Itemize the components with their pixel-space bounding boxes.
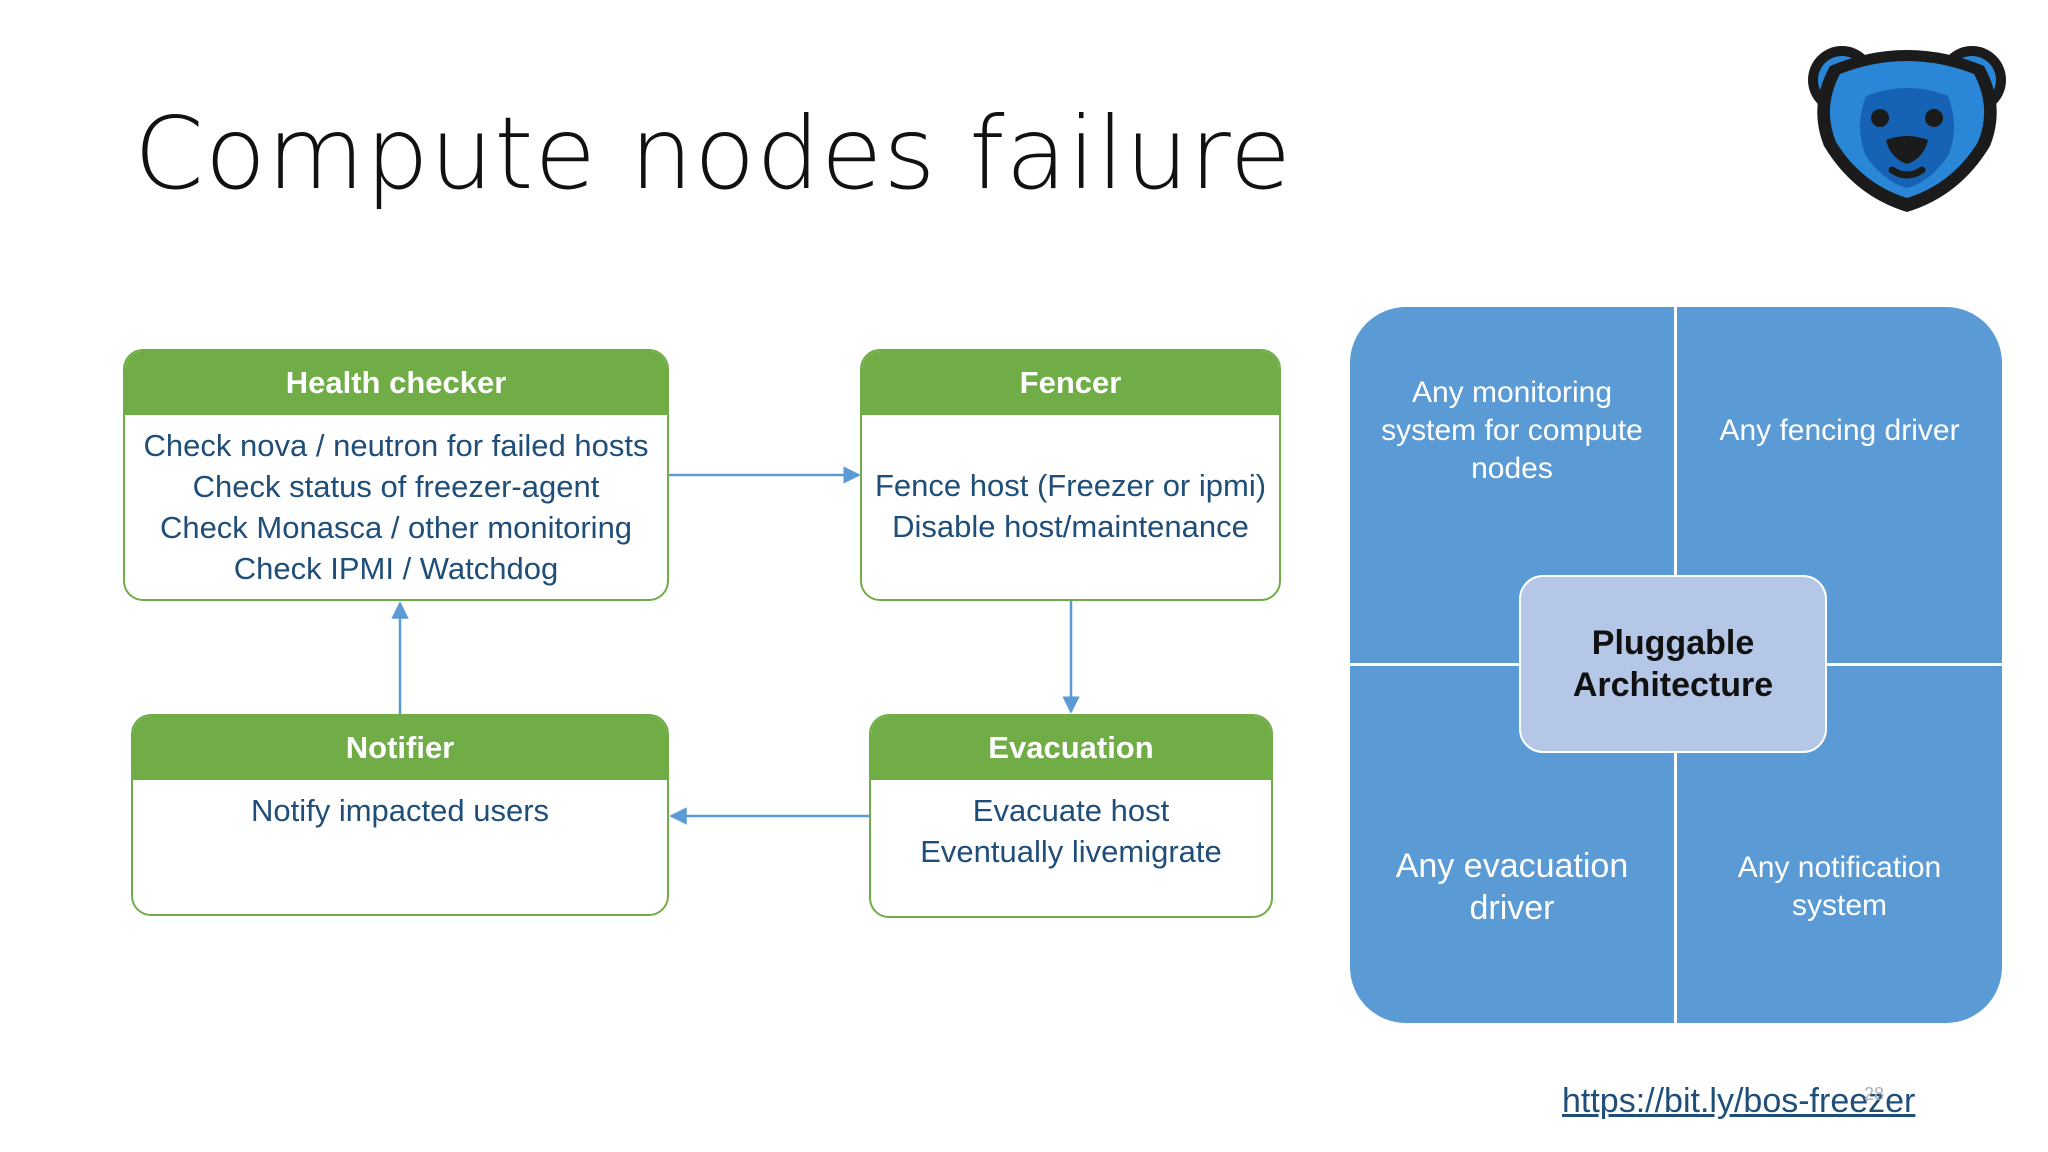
fencer-line: Fence host (Freezer or ipmi) bbox=[874, 468, 1267, 503]
freezer-link[interactable]: https://bit.ly/bos-freezer bbox=[1562, 1082, 1916, 1120]
quadrant-fencing: Any fencing driver bbox=[1719, 414, 1960, 447]
health-checker-line: Check IPMI / Watchdog bbox=[233, 551, 559, 586]
evacuation-line: Eventually livemigrate bbox=[920, 834, 1222, 869]
quadrant-monitoring: Any monitoring system for compute nodes bbox=[1381, 376, 1643, 485]
fencer-line: Disable host/maintenance bbox=[892, 509, 1249, 544]
evacuation-header: Evacuation bbox=[871, 716, 1271, 780]
slide-number: 28 bbox=[1864, 1084, 1885, 1104]
health-checker-line: Check Monasca / other monitoring bbox=[159, 510, 633, 545]
health-checker-header: Health checker bbox=[125, 351, 667, 415]
health-checker-box: Health checker Check nova / neutron for … bbox=[123, 349, 669, 601]
evacuation-line: Evacuate host bbox=[972, 793, 1170, 828]
quadrant-evacuation: Any evacuation driver bbox=[1395, 847, 1629, 927]
fencer-header: Fencer bbox=[862, 351, 1279, 415]
architecture-panel: Any monitoring system for compute nodes … bbox=[1350, 307, 2002, 1023]
notifier-box: Notifier Notify impacted users bbox=[131, 714, 669, 916]
health-checker-line: Check status of freezer-agent bbox=[192, 469, 600, 504]
slide-title: Compute nodes failure bbox=[134, 95, 1293, 212]
quadrant-notification: Any notification system bbox=[1737, 851, 1942, 922]
fencer-box: Fencer Fence host (Freezer or ipmi) Disa… bbox=[860, 349, 1281, 601]
notifier-header: Notifier bbox=[133, 716, 667, 780]
pluggable-architecture-box: Pluggable Architecture bbox=[1519, 575, 1827, 753]
health-checker-line: Check nova / neutron for failed hosts bbox=[143, 428, 649, 463]
notifier-line: Notify impacted users bbox=[250, 793, 550, 828]
evacuation-box: Evacuation Evacuate host Eventually live… bbox=[869, 714, 1273, 918]
bear-logo-icon bbox=[1808, 46, 2006, 212]
